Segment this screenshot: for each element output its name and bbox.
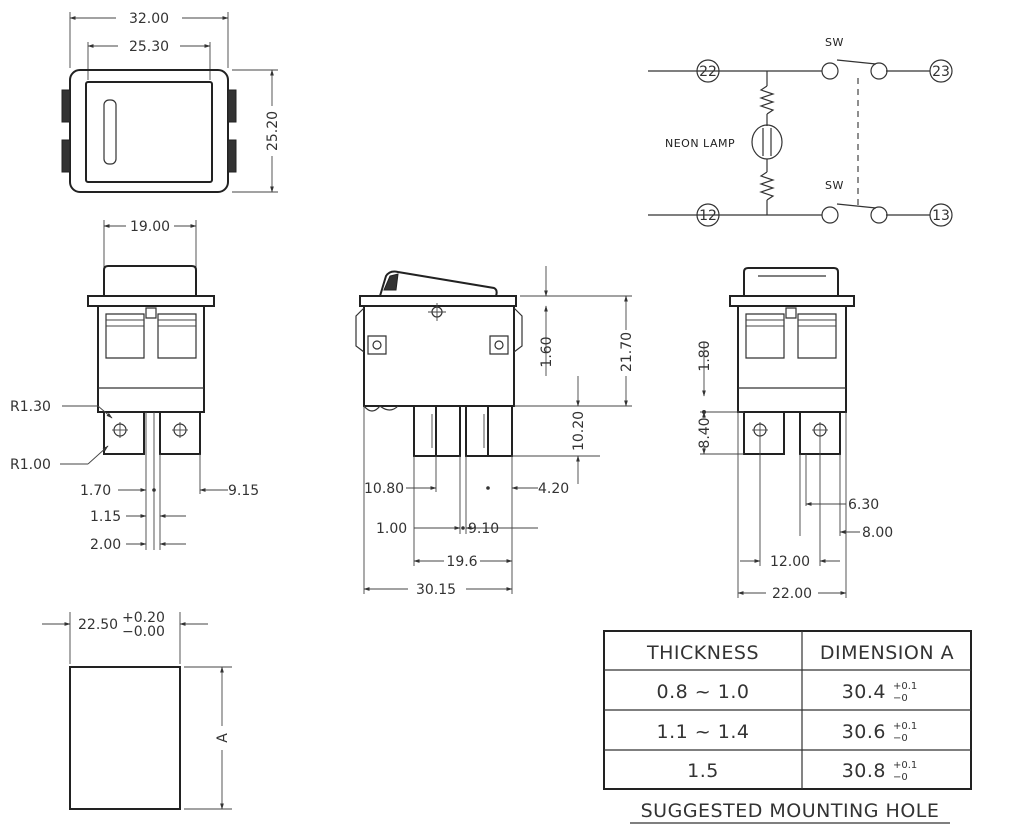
back-height-8-40: 8.40 bbox=[697, 417, 713, 448]
back-height-1-80: 1.80 bbox=[697, 340, 713, 371]
side-dim-1-00: 1.00 bbox=[376, 521, 407, 537]
front-dim-2-00: 2.00 bbox=[90, 537, 121, 553]
side-dim-10-80: 10.80 bbox=[364, 481, 404, 497]
table-header-thickness: THICKNESS bbox=[646, 642, 759, 664]
table-caption: SUGGESTED MOUNTING HOLE bbox=[641, 800, 940, 822]
hole-width-tol-plus: +0.20 bbox=[122, 610, 165, 626]
side-dim-19-6: 19.6 bbox=[446, 554, 477, 570]
table-header-dimension: DIMENSION A bbox=[820, 642, 954, 664]
node-13 bbox=[930, 204, 952, 226]
side-dim-9-10: 9.10 bbox=[468, 521, 499, 537]
hole-height-label: A bbox=[215, 733, 231, 743]
front-radius-1: R1.30 bbox=[10, 399, 51, 415]
table-row-1-thickness: 0.8 ~ 1.0 bbox=[657, 681, 750, 703]
side-height-21-70: 21.70 bbox=[619, 332, 635, 372]
circuit-diagram: 22 23 12 13 SW SW NEON LAMP bbox=[648, 36, 952, 226]
table-row-2-dimension: 30.6 bbox=[842, 721, 886, 743]
node-12 bbox=[697, 204, 719, 226]
table-row-2-tol-plus: +0.1 bbox=[893, 721, 917, 732]
hole-width-value: 22.50 bbox=[78, 617, 118, 633]
back-dim-12-00: 12.00 bbox=[770, 554, 810, 570]
front-width: 19.00 bbox=[130, 219, 170, 235]
front-dim-1-15: 1.15 bbox=[90, 509, 121, 525]
front-radius-2: R1.00 bbox=[10, 457, 51, 473]
switch-label-bottom: SW bbox=[825, 179, 844, 192]
back-dim-6-30: 6.30 bbox=[848, 497, 879, 513]
table-row-2-thickness: 1.1 ~ 1.4 bbox=[657, 721, 750, 743]
side-height-1-60: 1.60 bbox=[539, 336, 555, 367]
side-dim-30-15: 30.15 bbox=[416, 582, 456, 598]
back-dim-22-00: 22.00 bbox=[772, 586, 812, 602]
back-dim-8-00: 8.00 bbox=[862, 525, 893, 541]
side-height-10-20: 10.20 bbox=[571, 411, 587, 451]
table-row-1-tol-minus: −0 bbox=[893, 693, 908, 704]
top-height: 25.20 bbox=[265, 111, 281, 151]
dimension-table: THICKNESS DIMENSION A 0.8 ~ 1.0 30.4 +0.… bbox=[604, 631, 971, 823]
front-dim-1-70: 1.70 bbox=[80, 483, 111, 499]
node-23-label: 23 bbox=[932, 64, 950, 80]
hole-width-tol-minus: −0.00 bbox=[122, 624, 165, 640]
top-view: 32.00 25.30 25.20 bbox=[62, 11, 281, 192]
node-23 bbox=[930, 60, 952, 82]
node-22-label: 22 bbox=[699, 64, 717, 80]
neon-lamp-label: NEON LAMP bbox=[665, 137, 735, 150]
table-row-3-tol-minus: −0 bbox=[893, 772, 908, 783]
side-dim-4-20: 4.20 bbox=[538, 481, 569, 497]
node-12-label: 12 bbox=[699, 208, 717, 224]
side-view: 1.60 21.70 10.20 10.80 4.20 1.00 9.10 19… bbox=[356, 266, 635, 598]
table-row-3-thickness: 1.5 bbox=[687, 760, 719, 782]
table-row-1-tol-plus: +0.1 bbox=[893, 681, 917, 692]
top-width-outer: 32.00 bbox=[129, 11, 169, 27]
node-22 bbox=[697, 60, 719, 82]
neon-lamp-symbol bbox=[751, 124, 783, 160]
top-width-inner: 25.30 bbox=[129, 39, 169, 55]
table-row-1-dimension: 30.4 bbox=[842, 681, 886, 703]
front-dim-9-15: 9.15 bbox=[228, 483, 259, 499]
table-row-3-tol-plus: +0.1 bbox=[893, 760, 917, 771]
table-row-2-tol-minus: −0 bbox=[893, 733, 908, 744]
back-view: 1.80 8.40 6.30 8.00 12.00 22.00 bbox=[697, 268, 893, 602]
mounting-hole-view: 22.50 +0.20 −0.00 A bbox=[42, 610, 232, 809]
node-13-label: 13 bbox=[932, 208, 950, 224]
table-row-3-dimension: 30.8 bbox=[842, 760, 886, 782]
switch-label-top: SW bbox=[825, 36, 844, 49]
front-view: 19.00 R1.30 R1.00 1.70 9.15 bbox=[10, 219, 259, 553]
